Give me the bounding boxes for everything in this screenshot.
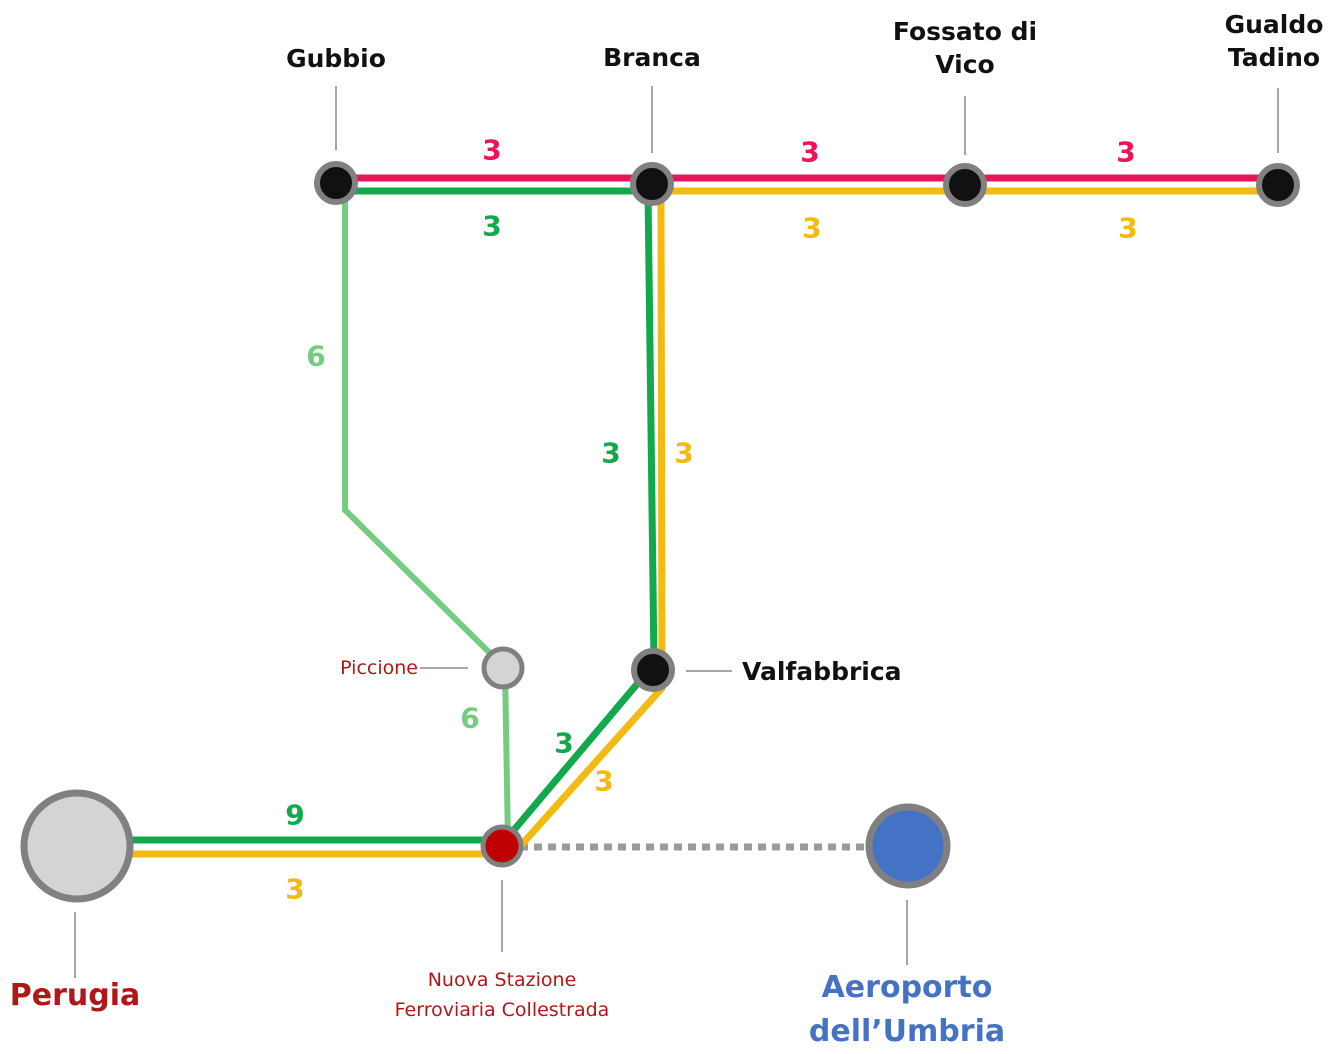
- station-label-airport: Aeroporto dell’Umbria: [792, 966, 1022, 1054]
- station-label-valfabbrica: Valfabbrica: [742, 657, 902, 686]
- green-line-branca-collestrada: [505, 191, 658, 840]
- station-node-fossato: [943, 163, 987, 207]
- freq-branca-valfabbrica-yellow: 3: [674, 436, 694, 470]
- station-nodes: [20, 161, 1300, 903]
- station-label-gubbio: Gubbio: [286, 44, 386, 73]
- freq-fossato-gualdo-yellow: 3: [1118, 211, 1138, 245]
- station-label-collestrada-line1: Nuova Stazione: [427, 969, 577, 991]
- freq-gubbio-piccione: 6: [306, 339, 326, 373]
- station-label-collestrada: Nuova Stazione Ferroviaria Collestrada: [362, 965, 642, 1025]
- lightgreen-line-gubbio-collestrada: [342, 190, 511, 846]
- route-lines: [120, 174, 1278, 858]
- station-node-valfabbrica: [631, 648, 675, 692]
- freq-branca-fossato-magenta: 3: [800, 135, 820, 169]
- yellow-line-branca-collestrada: [512, 191, 666, 855]
- station-node-perugia: [20, 789, 134, 903]
- station-label-airport-line1: Aeroporto: [821, 970, 993, 1005]
- freq-perugia-collestrada-green: 9: [285, 798, 305, 832]
- freq-valfabbrica-collestrada-yellow: 3: [594, 764, 614, 798]
- station-label-airport-line2: dell’Umbria: [808, 1014, 1006, 1049]
- station-node-gualdo: [1256, 163, 1300, 207]
- station-node-piccione: [481, 646, 525, 690]
- station-label-fossato-line2: Vico: [935, 50, 995, 79]
- station-label-perugia: Perugia: [9, 978, 141, 1013]
- station-label-branca: Branca: [603, 43, 701, 72]
- freq-fossato-gualdo-magenta: 3: [1116, 135, 1136, 169]
- station-label-collestrada-line2: Ferroviaria Collestrada: [394, 999, 610, 1021]
- station-label-fossato: Fossato di Vico: [880, 15, 1050, 81]
- station-node-gubbio: [314, 161, 358, 205]
- station-label-piccione: Piccione: [340, 657, 418, 679]
- station-node-airport: [865, 803, 951, 889]
- station-node-branca: [630, 162, 674, 206]
- freq-perugia-collestrada-yellow: 3: [285, 872, 305, 906]
- freq-piccione-collestrada: 6: [460, 701, 480, 735]
- freq-gubbio-branca-magenta: 3: [482, 133, 502, 167]
- station-label-gualdo: Gualdo Tadino: [1216, 8, 1332, 74]
- freq-gubbio-branca-green: 3: [482, 209, 502, 243]
- freq-branca-valfabbrica-green: 3: [601, 436, 621, 470]
- freq-branca-fossato-yellow: 3: [802, 211, 822, 245]
- station-label-gualdo-line1: Gualdo: [1224, 10, 1324, 39]
- freq-valfabbrica-collestrada-green: 3: [554, 726, 574, 760]
- station-node-collestrada: [480, 824, 524, 868]
- leader-lines: [74, 86, 1279, 978]
- station-label-gualdo-line2: Tadino: [1227, 43, 1321, 72]
- station-label-fossato-line1: Fossato di: [892, 17, 1038, 46]
